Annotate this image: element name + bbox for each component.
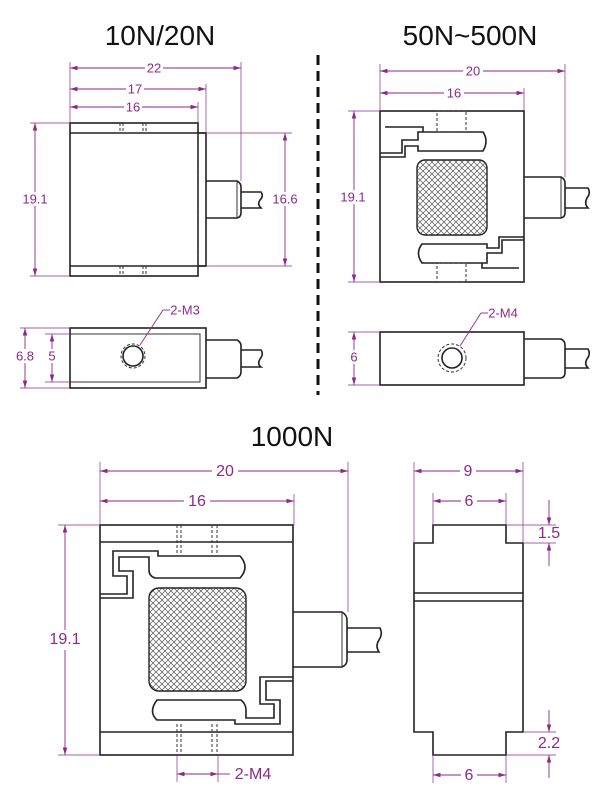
title-50n-500n: 50N~500N (403, 20, 538, 51)
small-width-total: 22 (147, 60, 161, 75)
small-height-inner: 16.6 (272, 191, 297, 206)
medium-width-body: 16 (447, 85, 461, 100)
small-width-mid: 17 (128, 81, 142, 96)
large-side-dimensions: 9 6 6 1.5 2.2 (413, 462, 560, 784)
title-10n-20n: 10N/20N (105, 20, 216, 51)
small-thickness: 6.8 (16, 348, 34, 363)
large-step-bottom: 2.2 (538, 735, 560, 752)
title-1000n: 1000N (251, 421, 334, 452)
medium-width-total: 20 (466, 63, 480, 78)
large-side-top-width: 6 (465, 493, 474, 510)
large-thread-label: 2-M4 (235, 766, 272, 783)
large-height: 19.1 (49, 631, 80, 648)
small-front-view (69, 122, 264, 277)
small-thread-label: 2-M3 (170, 302, 200, 317)
large-side-view (413, 524, 524, 756)
medium-top-view: 2-M4 6 (346, 305, 591, 386)
large-step-top: 1.5 (538, 525, 560, 542)
large-front-dimensions: 20 16 19.1 2-M4 (47, 462, 349, 783)
small-top-view: 2-M3 6.8 5 (12, 302, 264, 389)
small-front-dimensions: 22 17 16 19.1 16.6 (20, 60, 300, 277)
large-side-bottom-width: 6 (465, 767, 474, 784)
small-width-body: 16 (126, 99, 140, 114)
medium-front-view (379, 110, 591, 283)
medium-front-dimensions: 20 16 19.1 (338, 63, 566, 283)
large-width-total: 20 (216, 463, 234, 480)
large-side-width: 9 (464, 463, 473, 480)
small-height: 19.1 (22, 191, 47, 206)
large-front-view (99, 524, 383, 756)
large-width-body: 16 (188, 493, 206, 510)
medium-height: 19.1 (340, 189, 365, 204)
medium-thickness: 6 (350, 349, 357, 364)
medium-thread-label: 2-M4 (488, 305, 518, 320)
small-thickness-inner: 5 (48, 348, 55, 363)
